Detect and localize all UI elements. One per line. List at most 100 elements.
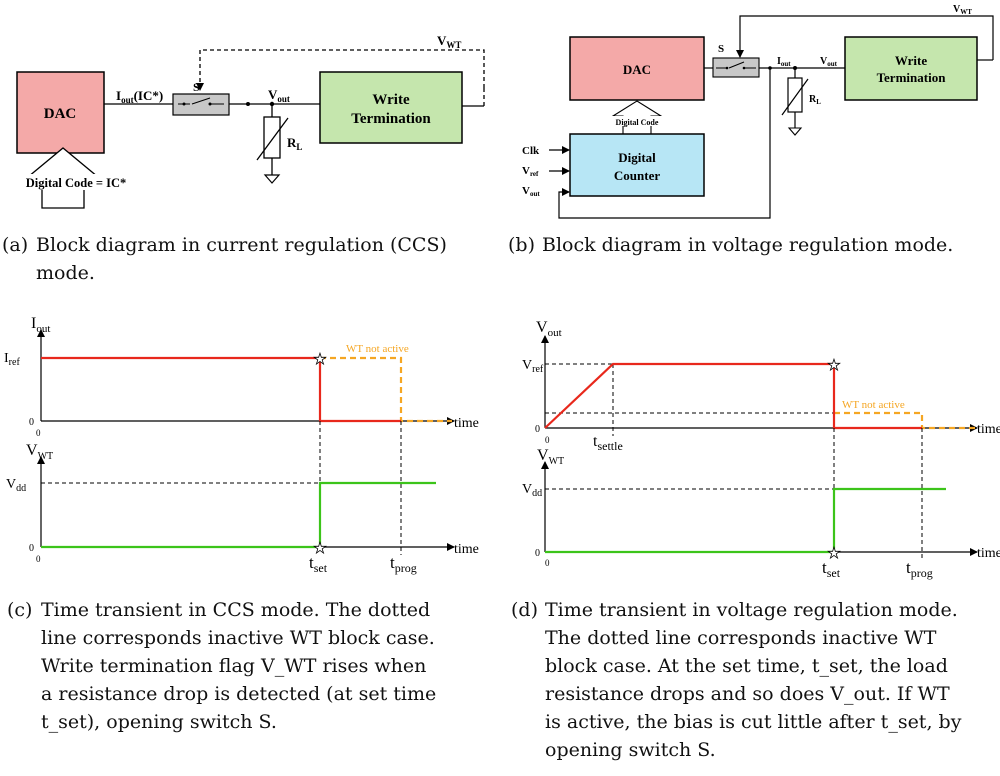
svg-text:Vout: Vout — [522, 185, 540, 198]
svg-text:RL: RL — [809, 94, 821, 106]
set-star-icon: ★ — [313, 350, 326, 368]
svg-text:VWT: VWT — [26, 442, 53, 462]
vout-active-trace — [544, 362, 922, 430]
svg-text:Vout: Vout — [820, 56, 838, 68]
vout-sub: out — [827, 60, 837, 68]
origin-label-upper: 0 — [545, 435, 550, 445]
zero-label-lower: 0 — [535, 548, 540, 559]
svg-text:Iout: Iout — [31, 315, 50, 335]
vwt-axis-sub: WT — [38, 451, 54, 462]
svg-text:Vref: Vref — [522, 165, 539, 178]
counter-label-2: Counter — [614, 168, 660, 183]
write-termination-block — [319, 71, 463, 144]
rl-label: R — [287, 135, 297, 150]
time-label-lower: time — [454, 542, 479, 557]
svg-text:Vref: Vref — [522, 358, 544, 375]
svg-text:Vdd: Vdd — [522, 482, 542, 499]
caption-c-line-5: t_set), opening switch S. — [41, 711, 277, 733]
tsettle-label: t — [593, 433, 598, 450]
termination-label: Termination — [351, 111, 431, 127]
iout-sub: out — [121, 95, 134, 105]
set-star-icon-lower: ★ — [827, 544, 840, 562]
svg-text:Iout: Iout — [777, 56, 791, 68]
iout-inactive-trace — [320, 356, 452, 423]
iout-axis-label: I — [31, 315, 36, 332]
iout-label: I — [116, 88, 121, 103]
tset-sub: set — [314, 561, 328, 575]
iref-label: I — [4, 351, 9, 366]
write-label: Write — [895, 53, 927, 68]
caption-a: (a) Block diagram in current regulation … — [2, 231, 498, 287]
caption-b-line-1: Block diagram in voltage regulation mode… — [542, 234, 954, 256]
vwt-axis-sub: WT — [549, 456, 565, 467]
caption-d-line-3: block case. At the set time, t_set, the … — [545, 655, 948, 677]
origin-label-upper: 0 — [36, 428, 41, 438]
set-star-icon: ★ — [827, 356, 840, 374]
svg-text:VWT: VWT — [537, 447, 564, 467]
tprog-label: t — [906, 558, 911, 577]
vout-inactive-trace — [834, 411, 975, 430]
wt-not-active-label: WT not active — [346, 343, 409, 355]
iout-axis-sub: out — [36, 323, 50, 335]
dac-block — [16, 71, 105, 154]
vwt-sub: WT — [446, 40, 461, 50]
write-termination-block — [844, 36, 978, 101]
wt-not-active-label: WT not active — [842, 399, 905, 411]
svg-text:VWT: VWT — [437, 33, 461, 50]
digital-code-label: Digital Code = IC* — [26, 176, 127, 190]
tprog-label: t — [390, 553, 395, 572]
caption-d-tag: (d) — [511, 599, 538, 621]
caption-d: (d) Time transient in voltage regulation… — [511, 596, 1000, 764]
switch-label: S — [718, 43, 724, 55]
set-star-icon-lower: ★ — [313, 539, 326, 557]
clk-label: Clk — [522, 145, 540, 157]
tprog-sub: prog — [911, 566, 933, 580]
vwt-label: V — [953, 4, 961, 15]
origin-label-lower: 0 — [36, 554, 41, 564]
svg-text:tset: tset — [822, 558, 841, 580]
ground-symbol — [787, 127, 803, 136]
ground-symbol — [263, 174, 281, 184]
vwt-feedback-line — [736, 15, 994, 60]
dac-label: DAC — [44, 106, 77, 122]
svg-text:Vout: Vout — [268, 87, 290, 104]
termination-label: Termination — [877, 70, 947, 85]
caption-a-line-2: mode. — [36, 262, 95, 284]
vout-sub: out — [277, 94, 290, 104]
rl-sub: L — [816, 98, 821, 106]
rl-sub: L — [296, 142, 302, 152]
panel-b-block-diagram: VWT DAC S Iout Vout RL Write Termination — [522, 4, 994, 219]
vdd-sub: dd — [532, 488, 542, 499]
svg-text:Vdd: Vdd — [6, 477, 26, 494]
svg-text:RL: RL — [287, 135, 302, 152]
tprog-sub: prog — [395, 561, 417, 575]
iout-active-trace — [41, 356, 401, 423]
vwt-trace — [545, 487, 946, 554]
vwt-axis-label: V — [26, 442, 38, 459]
panel-d-transient: Vout Vref 0 0 time WT not active ★ tsett… — [522, 319, 1000, 580]
caption-c-line-3: Write termination flag V_WT rises when — [41, 655, 427, 677]
load-resistor — [787, 77, 803, 113]
vout-axis-label: V — [536, 319, 548, 336]
caption-c-line-4: a resistance drop is detected (at set ti… — [41, 683, 437, 705]
vwt-axis-label: V — [537, 447, 549, 464]
tset-label: t — [822, 558, 827, 577]
switch-label: S — [193, 80, 200, 94]
time-label-upper: time — [454, 416, 479, 431]
load-resistor — [263, 116, 281, 159]
vref-sub: ref — [532, 364, 544, 375]
vdd-label: V — [522, 482, 532, 497]
iout-sub: out — [781, 60, 791, 68]
counter-label-1: Digital — [618, 150, 656, 165]
vwt-trace — [41, 481, 436, 549]
caption-b-tag: (b) — [508, 234, 535, 256]
vout-in-label: V — [522, 185, 530, 197]
panel-c-transient: Iout Iref 0 0 time WT not active ★ VWT V… — [4, 315, 479, 575]
vwt-sub: WT — [960, 8, 972, 16]
caption-d-line-2: The dotted line corresponds inactive WT — [545, 627, 937, 649]
vdd-label: V — [6, 477, 16, 492]
svg-text:tprog: tprog — [390, 553, 417, 575]
panel-a-block-diagram: VWT DAC Iout(IC*) S Vout RL Write Termin… — [7, 33, 485, 209]
write-label: Write — [372, 92, 410, 108]
